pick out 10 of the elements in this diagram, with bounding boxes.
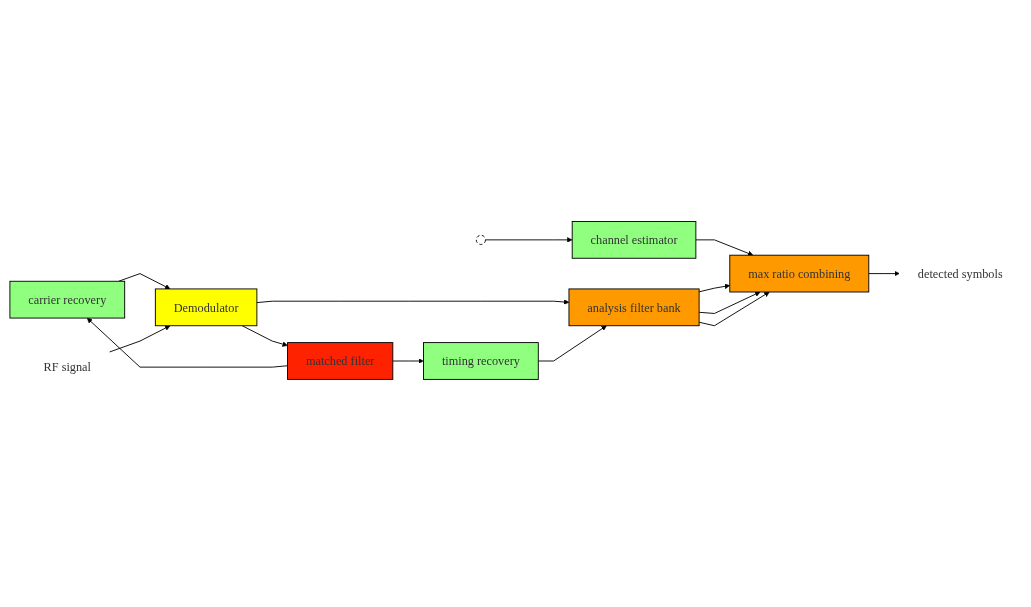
node-box: max ratio combining [729, 254, 870, 293]
node-text: RF signal [43, 360, 91, 374]
node-box: matched filter [287, 342, 394, 380]
node-box: carrier recovery [9, 280, 126, 319]
node-box: channel estimator [571, 221, 697, 259]
node-text: detected symbols [917, 266, 1003, 281]
node-box: timing recovery [423, 342, 539, 380]
node-box: analysis filter bank [568, 288, 700, 327]
node-box: Demodulator [154, 288, 258, 327]
node-ellipse [475, 234, 486, 245]
